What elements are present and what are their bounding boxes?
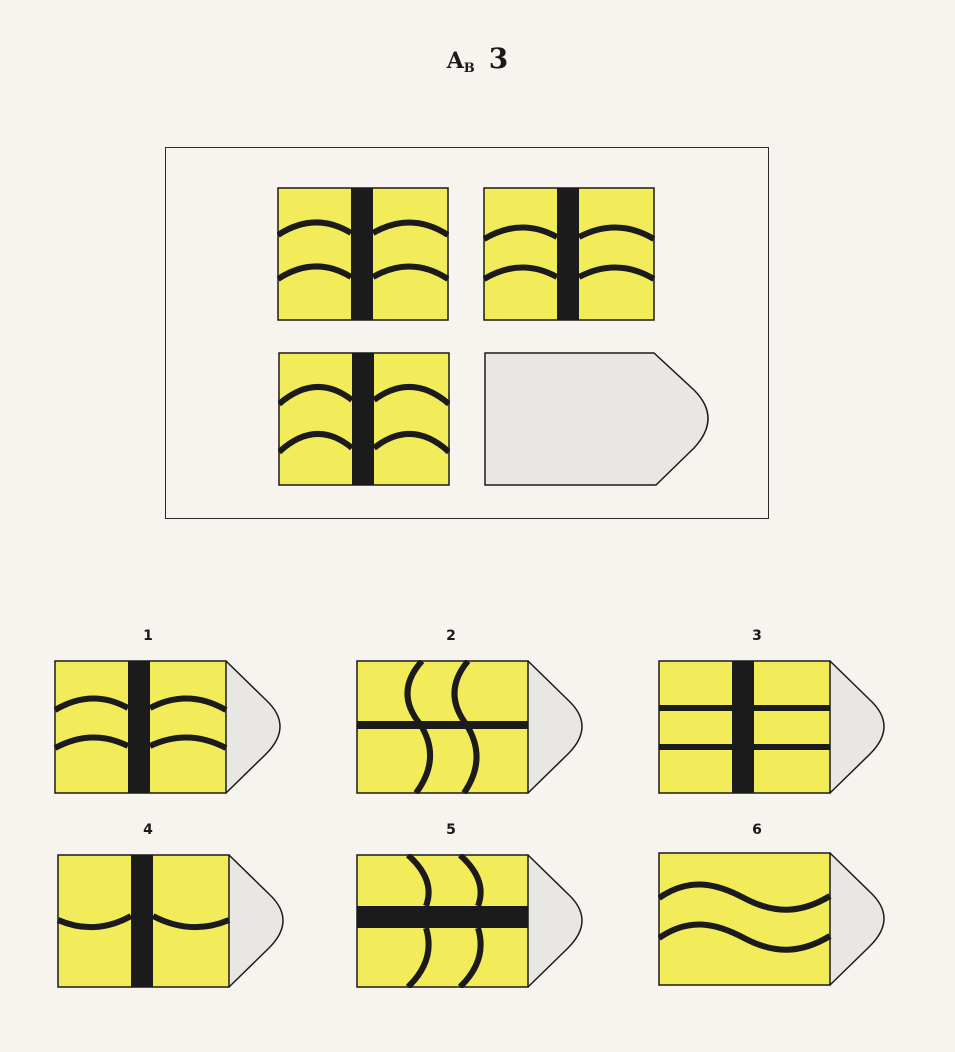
option-5-label: 5 bbox=[446, 822, 456, 838]
option-3[interactable] bbox=[658, 660, 894, 794]
option-5[interactable] bbox=[356, 854, 592, 988]
option-4-label: 4 bbox=[143, 822, 153, 838]
option-2[interactable] bbox=[356, 660, 592, 794]
title-number: 3 bbox=[488, 42, 509, 75]
matrix-frame bbox=[165, 147, 769, 519]
option-3-label: 3 bbox=[752, 628, 762, 644]
matrix-tile-bottom-left bbox=[278, 352, 450, 486]
matrix-answer-slot bbox=[484, 352, 716, 486]
option-6-label: 6 bbox=[752, 822, 762, 838]
title-letter: A bbox=[446, 48, 464, 74]
option-2-label: 2 bbox=[446, 628, 456, 644]
title-subscript: B bbox=[463, 61, 475, 76]
matrix-tile-top-left bbox=[277, 187, 449, 321]
option-1-label: 1 bbox=[143, 628, 153, 644]
option-1[interactable] bbox=[54, 660, 290, 794]
matrix-tile-top-right bbox=[483, 187, 655, 321]
option-4[interactable] bbox=[57, 854, 293, 988]
option-6[interactable] bbox=[658, 852, 894, 986]
